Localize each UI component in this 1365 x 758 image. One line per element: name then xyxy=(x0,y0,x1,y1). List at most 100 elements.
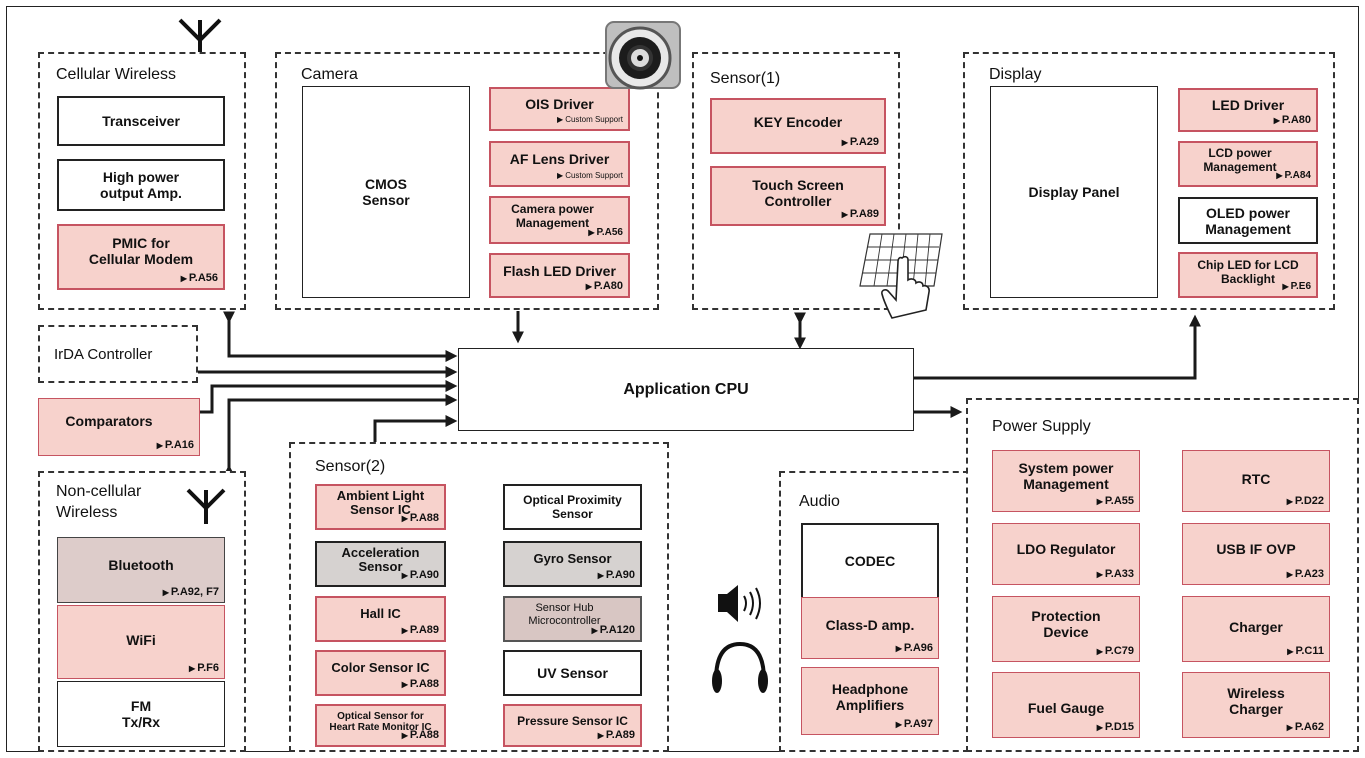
rtc-block[interactable]: RTCP.D22 xyxy=(1182,450,1330,512)
block-label: USB IF OVP xyxy=(1216,541,1296,557)
codec-block[interactable]: CODEC xyxy=(801,523,939,599)
block-label: Display Panel xyxy=(1028,184,1120,200)
page-reference: P.A88 xyxy=(402,729,439,742)
camera-lens-icon xyxy=(605,21,681,90)
block-label: OLED power Management xyxy=(1205,204,1291,237)
page-reference: Custom Support xyxy=(557,114,623,126)
system-power-management-block[interactable]: System power ManagementP.A55 xyxy=(992,450,1140,512)
group-title: Power Supply xyxy=(992,418,1091,435)
fm-txrx-block[interactable]: FM Tx/Rx xyxy=(57,681,225,747)
block-label: AF Lens Driver xyxy=(509,151,610,167)
heart-rate-sensor-block[interactable]: Optical Sensor for Heart Rate Monitor IC… xyxy=(315,704,446,747)
page-reference: P.D15 xyxy=(1097,721,1134,734)
block-label: Application CPU xyxy=(623,380,749,398)
display-panel-block[interactable]: Display Panel xyxy=(990,86,1158,298)
speaker-icon xyxy=(718,585,761,622)
block-label: Charger xyxy=(1229,619,1283,635)
page-reference: P.A80 xyxy=(586,280,623,293)
page-reference: P.C79 xyxy=(1097,645,1134,658)
chip-led-backlight-block[interactable]: Chip LED for LCD BacklightP.E6 xyxy=(1178,252,1318,298)
led-driver-block[interactable]: LED DriverP.A80 xyxy=(1178,88,1318,132)
page-reference: P.A29 xyxy=(842,136,879,149)
hall-ic-block[interactable]: Hall ICP.A89 xyxy=(315,596,446,642)
non-cellular-wireless-group: Non-cellular Wireless BluetoothP.A92, F7… xyxy=(38,471,246,752)
block-label: LDO Regulator xyxy=(1016,541,1116,557)
touchscreen-hand-icon xyxy=(859,233,943,319)
headphones-icon xyxy=(712,641,768,693)
oled-power-block[interactable]: OLED power Management xyxy=(1178,197,1318,244)
transceiver-block[interactable]: Transceiver xyxy=(57,96,225,146)
camera-power-block[interactable]: Camera power ManagementP.A56 xyxy=(489,196,630,244)
high-power-amp-block[interactable]: High power output Amp. xyxy=(57,159,225,211)
bluetooth-block[interactable]: BluetoothP.A92, F7 xyxy=(57,537,225,603)
wifi-block[interactable]: WiFiP.F6 xyxy=(57,605,225,679)
color-sensor-ic-block[interactable]: Color Sensor ICP.A88 xyxy=(315,650,446,696)
block-label: PMIC for Cellular Modem xyxy=(88,235,194,267)
page-reference: P.A120 xyxy=(592,624,635,637)
page-reference: P.A89 xyxy=(598,729,635,742)
wireless-charger-block[interactable]: Wireless ChargerP.A62 xyxy=(1182,672,1330,738)
block-label: Touch Screen Controller xyxy=(752,177,844,209)
touch-screen-controller-block[interactable]: Touch Screen ControllerP.A89 xyxy=(710,166,886,226)
block-label: Sensor Hub Microcontroller xyxy=(528,602,601,627)
block-label: LED Driver xyxy=(1211,97,1285,113)
block-label: Camera power Management xyxy=(511,202,594,230)
group-title: Cellular Wireless xyxy=(56,66,177,83)
block-label: LCD power Management xyxy=(1203,146,1277,174)
block-label: Optical Sensor for Heart Rate Monitor IC xyxy=(329,710,432,733)
block-label: Wireless Charger xyxy=(1227,685,1285,717)
diagram-frame xyxy=(6,6,1359,752)
headphone-amplifiers-block[interactable]: Headphone AmplifiersP.A97 xyxy=(801,667,939,735)
ois-driver-block[interactable]: OIS DriverCustom Support xyxy=(489,87,630,131)
page-reference: P.A96 xyxy=(896,642,933,655)
flash-led-driver-block[interactable]: Flash LED DriverP.A80 xyxy=(489,253,630,298)
block-label: RTC xyxy=(1241,471,1271,487)
block-label: Chip LED for LCD Backlight xyxy=(1197,258,1299,286)
application-cpu-block[interactable]: Application CPU xyxy=(458,348,914,431)
page-reference: P.A23 xyxy=(1287,568,1324,581)
block-label: System power Management xyxy=(1018,460,1114,492)
page-reference: P.A55 xyxy=(1097,495,1134,508)
page-reference: P.A80 xyxy=(1274,114,1311,127)
uv-sensor-block[interactable]: UV Sensor xyxy=(503,650,642,696)
protection-device-block[interactable]: Protection DeviceP.C79 xyxy=(992,596,1140,662)
ldo-regulator-block[interactable]: LDO RegulatorP.A33 xyxy=(992,523,1140,585)
lcd-power-block[interactable]: LCD power ManagementP.A84 xyxy=(1178,141,1318,187)
block-label: Class-D amp. xyxy=(825,617,915,633)
cmos-sensor-block[interactable]: CMOS Sensor xyxy=(302,86,470,298)
pressure-sensor-block[interactable]: Pressure Sensor ICP.A89 xyxy=(503,704,642,747)
block-label: Comparators xyxy=(65,413,153,429)
block-label: Hall IC xyxy=(360,606,401,621)
block-label: Transceiver xyxy=(102,113,180,129)
af-lens-driver-block[interactable]: AF Lens DriverCustom Support xyxy=(489,141,630,187)
audio-group: Audio CODEC Class-D amp.P.A96 Headphone … xyxy=(779,471,969,752)
page-reference: P.C11 xyxy=(1287,645,1324,658)
ambient-light-sensor-block[interactable]: Ambient Light Sensor ICP.A88 xyxy=(315,484,446,530)
fuel-gauge-block[interactable]: Fuel GaugeP.D15 xyxy=(992,672,1140,738)
optical-proximity-sensor-block[interactable]: Optical Proximity Sensor xyxy=(503,484,642,530)
antenna-icon xyxy=(178,18,222,54)
display-group: Display Display Panel LED DriverP.A80 LC… xyxy=(963,52,1335,310)
block-label: OIS Driver xyxy=(525,96,594,112)
group-title: Camera xyxy=(301,66,358,83)
page-reference: P.E6 xyxy=(1282,281,1311,293)
key-encoder-block[interactable]: KEY EncoderP.A29 xyxy=(710,98,886,154)
page-reference: P.A90 xyxy=(402,569,439,582)
camera-group: Camera CMOS Sensor OIS DriverCustom Supp… xyxy=(275,52,659,310)
charger-block[interactable]: ChargerP.C11 xyxy=(1182,596,1330,662)
block-label: CMOS Sensor xyxy=(362,176,410,208)
comparators-block[interactable]: ComparatorsP.A16 xyxy=(38,398,200,456)
group-title: Sensor(1) xyxy=(710,70,781,87)
sensor1-group: Sensor(1) KEY EncoderP.A29 Touch Screen … xyxy=(692,52,900,310)
irda-group: IrDA Controller xyxy=(38,325,198,383)
pmic-cellular-block[interactable]: PMIC for Cellular ModemP.A56 xyxy=(57,224,225,290)
class-d-amp-block[interactable]: Class-D amp. P.A96 xyxy=(801,597,939,659)
sensor-hub-block[interactable]: Sensor Hub MicrocontrollerP.A120 xyxy=(503,596,642,642)
usb-if-ovp-block[interactable]: USB IF OVP P.A23 xyxy=(1182,523,1330,585)
block-label: Protection Device xyxy=(1031,608,1101,640)
page-reference: P.F6 xyxy=(189,662,219,675)
block-label: Flash LED Driver xyxy=(503,262,616,279)
